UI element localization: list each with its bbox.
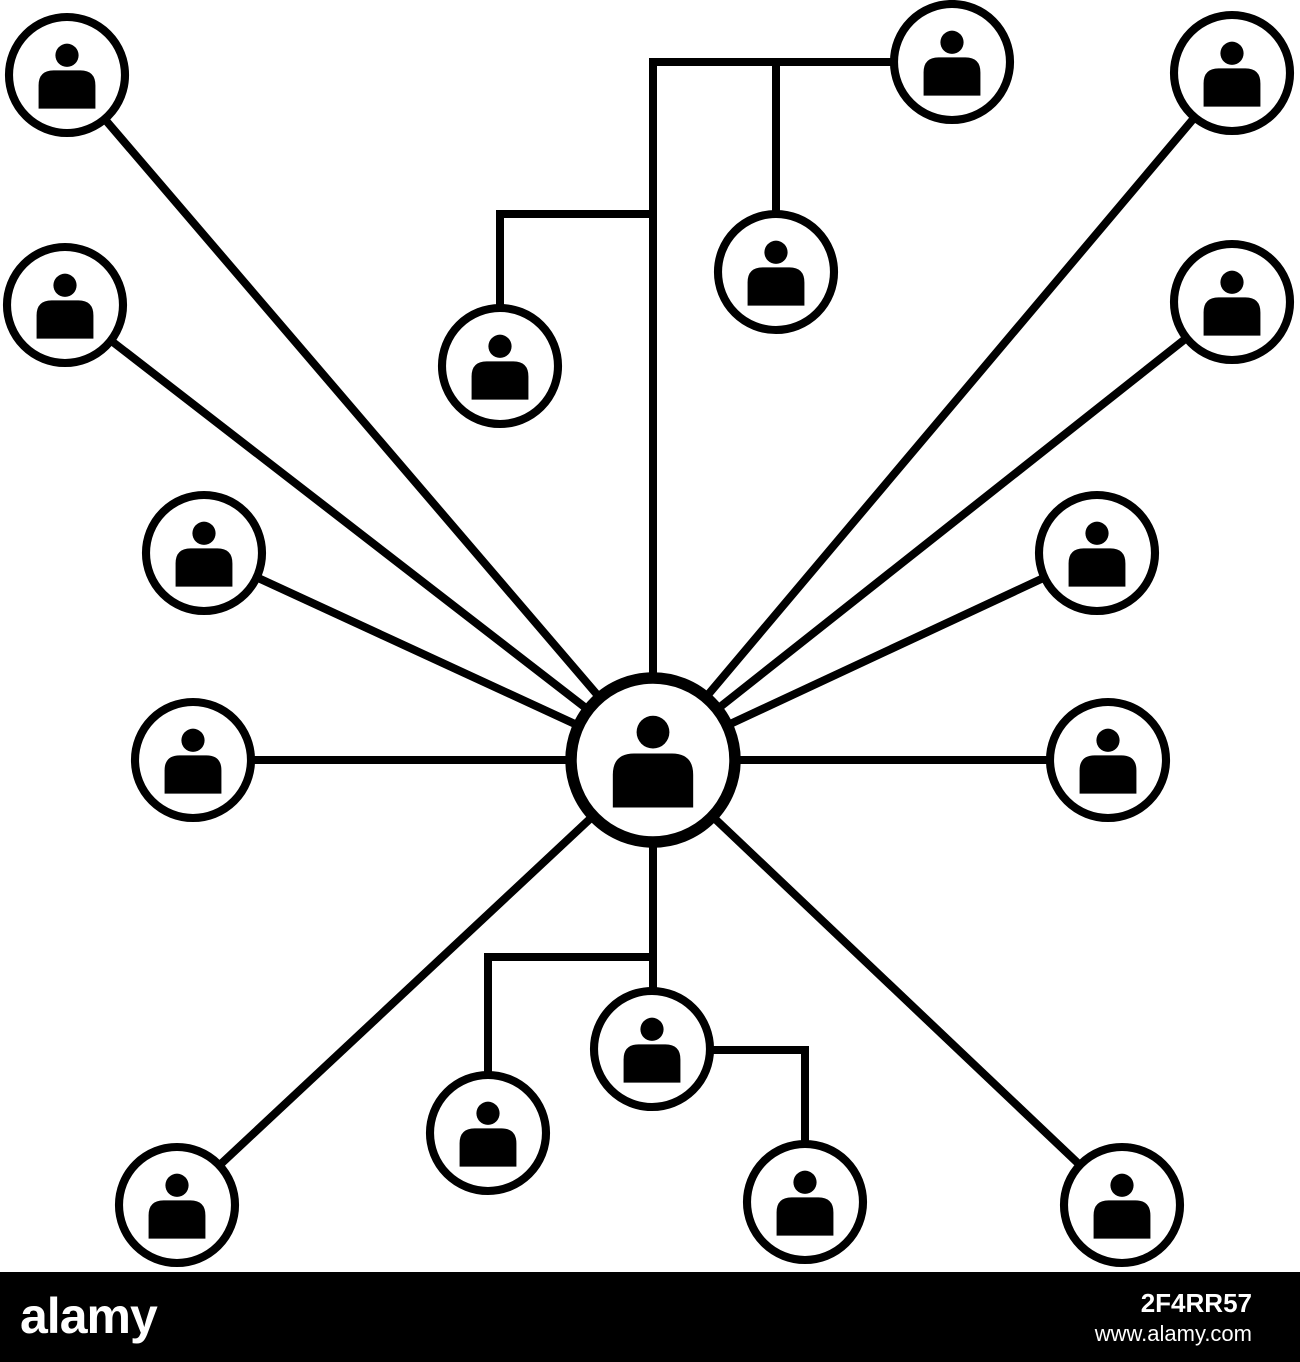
person-icon (459, 1101, 517, 1167)
person-node (114, 1142, 240, 1268)
tree-line-branch (496, 210, 653, 308)
person-node (889, 0, 1015, 125)
person-icon (1079, 728, 1137, 794)
person-node (1169, 10, 1295, 136)
person-node (713, 209, 839, 335)
spoke-line (650, 757, 1125, 1208)
spoke-line (63, 72, 657, 763)
person-icon (1203, 41, 1261, 107)
person-node (130, 697, 256, 823)
person-icon (776, 1170, 834, 1236)
tree-line-top (649, 58, 894, 680)
person-node (2, 242, 128, 368)
person-icon (38, 43, 96, 109)
person-node (437, 303, 563, 429)
spoke-line (650, 298, 1235, 764)
person-node (589, 986, 715, 1112)
center-person-node (565, 672, 741, 848)
person-icon (1068, 521, 1126, 587)
person-node (1045, 697, 1171, 823)
person-icon (164, 728, 222, 794)
person-icon (612, 715, 694, 808)
person-node (141, 490, 267, 616)
person-icon (175, 521, 233, 587)
site-url: www.alamy.com (1094, 1321, 1252, 1346)
person-icon (36, 273, 94, 339)
person-icon (923, 30, 981, 96)
tree-line-branch (484, 953, 653, 1075)
person-node (742, 1139, 868, 1265)
brand-logo: alamy (20, 1288, 158, 1344)
spoke-line (62, 301, 656, 764)
person-node (1169, 239, 1295, 365)
spoke-line (174, 757, 656, 1208)
person-node (1034, 490, 1160, 616)
spoke-line (649, 70, 1236, 763)
person-icon (148, 1173, 206, 1239)
image-id-label: 2F4RR57 (1140, 1288, 1252, 1318)
person-icon (747, 240, 805, 306)
person-nodes (2, 0, 1295, 1268)
person-node (4, 12, 130, 138)
person-icon (1093, 1173, 1151, 1239)
person-node (425, 1070, 551, 1196)
person-icon (1203, 270, 1261, 336)
person-icon (471, 334, 529, 400)
tree-line-branch (710, 1046, 809, 1144)
person-node (1059, 1142, 1185, 1268)
person-icon (623, 1017, 681, 1083)
watermark-bar: alamy 2F4RR57 www.alamy.com (0, 1272, 1300, 1362)
network-diagram (2, 0, 1295, 1268)
